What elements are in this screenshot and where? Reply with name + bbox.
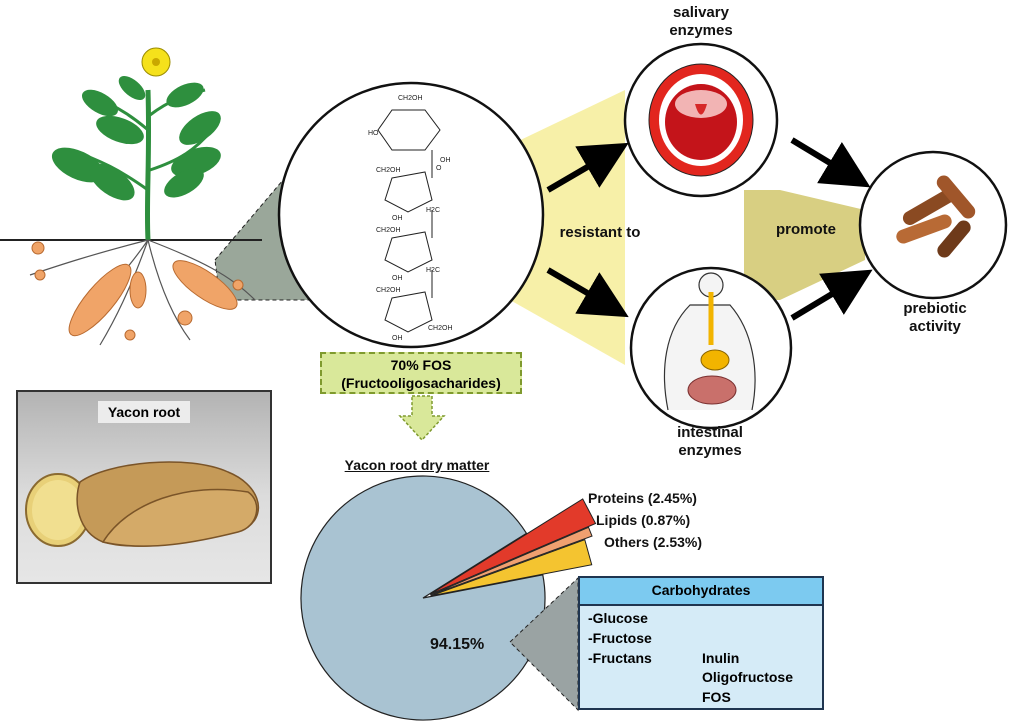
carbohydrates-header: Carbohydrates	[580, 578, 822, 606]
carbohydrate-percent-label: 94.15%	[430, 636, 485, 653]
digestive-system-icon	[663, 272, 756, 411]
fos-box: 70% FOS (Fructooligosacharides)	[320, 352, 522, 394]
fos-box-line1: 70% FOS	[390, 357, 452, 373]
svg-text:H2C: H2C	[426, 267, 440, 274]
svg-text:CH2OH: CH2OH	[376, 227, 401, 234]
open-mouth-icon	[648, 63, 754, 177]
svg-text:H2C: H2C	[426, 207, 440, 214]
carbohydrates-box: Carbohydrates -Glucose -Fructose -Fructa…	[578, 576, 824, 710]
pie-slice-proteins	[429, 498, 597, 595]
fructan-fos: FOS	[702, 689, 731, 705]
yacon-root-photo-label: Yacon root	[98, 401, 190, 423]
legend-lipids: Lipids (0.87%)	[596, 512, 691, 528]
svg-text:CH2OH: CH2OH	[376, 287, 401, 294]
svg-text:CH2OH: CH2OH	[428, 325, 453, 332]
carb-item-fructans: -Fructans	[588, 650, 652, 666]
fos-box-line2: (Fructooligosacharides)	[341, 375, 501, 391]
fructan-inulin: Inulin	[702, 650, 740, 666]
legend-others: Others (2.53%)	[604, 534, 703, 550]
carb-item-glucose: -Glucose	[588, 610, 648, 626]
svg-text:OH: OH	[392, 275, 403, 282]
yacon-plant	[51, 47, 221, 241]
svg-text:CH2OH: CH2OH	[398, 95, 423, 102]
molecule-labels: CH2OH HO OH O CH2OH H2C OH CH2OH H2C OH …	[368, 95, 453, 342]
fos-structure	[377, 109, 441, 333]
svg-text:OH: OH	[392, 335, 403, 342]
pie-slice-others	[430, 538, 593, 597]
svg-text:OH: OH	[440, 157, 451, 164]
svg-text:CH2OH: CH2OH	[376, 167, 401, 174]
legend-proteins: Proteins (2.45%)	[588, 490, 697, 506]
yacon-root-photo: Yacon root	[16, 390, 272, 584]
svg-text:HO: HO	[368, 130, 379, 137]
down-arrow	[398, 395, 446, 442]
fos-molecule-circle	[277, 81, 545, 349]
resistant-to-label: resistant to	[559, 224, 641, 241]
yacon-roots	[29, 239, 256, 346]
pie-slice-lipids	[430, 526, 593, 596]
pie-chart-title: Yacon root dry matter	[344, 457, 490, 473]
fructan-oligofructose: Oligofructose	[702, 669, 794, 685]
bacteria-icon	[896, 175, 976, 258]
carb-item-fructose: -Fructose	[588, 630, 652, 646]
dry-matter-pie-chart	[300, 475, 597, 721]
svg-text:O: O	[436, 165, 442, 172]
yacon-root-image	[25, 461, 259, 547]
promote-label: promote	[776, 221, 836, 238]
carb-callout	[509, 576, 579, 712]
arrows	[546, 137, 873, 321]
pie-slice-carbohydrates	[300, 475, 546, 721]
svg-text:OH: OH	[392, 215, 403, 222]
